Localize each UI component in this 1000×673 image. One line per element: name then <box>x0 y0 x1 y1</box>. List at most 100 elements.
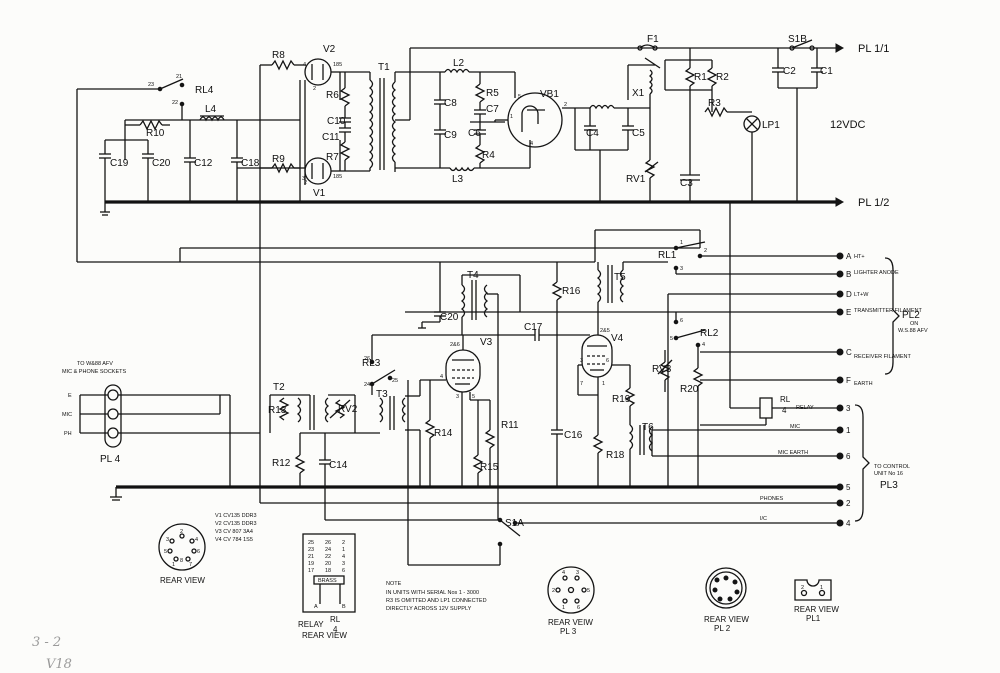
valve-list-v2: V2 CV135 DDR3 <box>215 521 257 527</box>
pl3-sock-pin: 4 <box>562 570 565 576</box>
rl2-pin-6: 6 <box>680 318 683 324</box>
lower-earth-bus <box>110 485 838 501</box>
pl3-sock-pin: 6 <box>577 605 580 611</box>
vsock-pin: 8 <box>180 558 183 564</box>
relay-view-pin: 4 <box>342 554 345 560</box>
c18-label: C19 <box>110 158 129 169</box>
r10-label: R10 <box>146 128 165 139</box>
relay-rear-view-box <box>302 533 356 613</box>
l2-network <box>395 68 531 172</box>
r14-r11-r15 <box>424 380 496 487</box>
rl4-pin-24: 24 <box>364 382 370 388</box>
relay-view-pin: 23 <box>308 547 314 553</box>
v2-pin-2: 2 <box>313 86 316 92</box>
pl3-pin-5: 5 <box>846 483 851 492</box>
c14-label: C14 <box>329 460 348 471</box>
pl3-to-line2: UNIT No 16 <box>874 471 903 477</box>
v3-label: V3 <box>480 337 493 348</box>
relay-view-b: B <box>342 604 346 610</box>
transformer-t1 <box>340 48 411 172</box>
r19-label: R20 <box>680 384 699 395</box>
pl2-pin-e-label: TRANSMITTER FILAMENT <box>854 308 922 314</box>
pl3-pin-1: 1 <box>846 426 851 435</box>
t6-label: T6 <box>642 422 654 433</box>
r1-r2-network <box>664 48 718 202</box>
x1-label: X1 <box>632 88 645 99</box>
pl2-unit-label: W.S.88 AFV <box>898 328 928 334</box>
l4-inductor <box>199 115 225 122</box>
r4-label: R4 <box>482 150 495 161</box>
rl2-pin-5: 5 <box>670 336 673 342</box>
pl3-sock-pin: 1 <box>562 605 565 611</box>
t2-label: T2 <box>273 382 285 393</box>
r3-lp1 <box>704 90 761 202</box>
vb1-pin-1: 1 <box>510 114 513 120</box>
v3-pin-3: 3 <box>456 394 459 400</box>
r10-resistor <box>125 119 170 131</box>
vb1-pin-5: 5 <box>518 94 521 100</box>
control-wiring <box>77 202 760 409</box>
v3-pin-5: 5 <box>472 394 475 400</box>
pl4-to-line1: TO W&88 AFV <box>77 361 113 367</box>
pl2-pin-a-label: HT+ <box>854 254 865 260</box>
valve-list: V1 CV135 DDR3 V2 CV135 DDR3 V3 CV 807 3A… <box>215 513 257 543</box>
valve-list-v3: V3 CV 807 3A4 <box>215 529 253 535</box>
rl4-label: RL3 <box>362 358 381 369</box>
x1-vibrator <box>627 57 661 202</box>
pl2-pin-c: C <box>846 348 852 357</box>
t4-label: T4 <box>467 270 479 281</box>
relay-view-pin: 24 <box>325 547 331 553</box>
valve-vb1 <box>494 92 590 148</box>
c1-label: C1 <box>820 66 833 77</box>
rl1-pin-3: 3 <box>680 266 683 272</box>
relay-view-pin: 2 <box>342 540 345 546</box>
pl2-terminals <box>836 252 900 384</box>
rl4-pin-26: 26 <box>364 356 370 362</box>
r20-label: R19 <box>612 394 631 405</box>
socket-pin-numbers: 2 3 4 5 6 1 7 8 4 3 2 5 1 6 2 1 <box>164 529 823 611</box>
r6-label: R6 <box>326 90 339 101</box>
vsock-pin: 2 <box>180 529 183 535</box>
c5-label: C5 <box>632 128 645 139</box>
valve-socket-rear-view <box>158 523 206 571</box>
pencil-mark-1: 3 - 2 <box>32 635 61 650</box>
pl3-pin-6: 6 <box>846 452 851 461</box>
pl4-to-line2: MIC & PHONE SOCKETS <box>62 369 127 375</box>
pl3-pin-3-label: RELAY <box>796 405 814 411</box>
earth-bus <box>100 197 845 216</box>
pl2-pin-e: E <box>846 308 851 317</box>
rl2-relay-contacts <box>673 312 706 352</box>
r15-label: R15 <box>480 462 499 473</box>
pl2-on-label: ON <box>910 321 918 327</box>
pl1-1-label: PL 1/1 <box>858 43 889 55</box>
rl3-pin-23: 23 <box>148 82 154 88</box>
rl2-pin-4: 4 <box>702 342 705 348</box>
v1-v2-links <box>299 72 341 202</box>
r7-label: R7 <box>326 152 339 163</box>
relay-box-rl: RL <box>780 395 791 404</box>
transformer-t4 <box>439 262 521 520</box>
pl4-label: PL 4 <box>100 454 121 465</box>
s1b-switch <box>789 39 815 51</box>
relay-view-pin: 26 <box>325 540 331 546</box>
pl3-terminals <box>836 404 870 527</box>
note-line-3: DIRECTLY ACROSS 12V SUPPLY <box>386 606 472 612</box>
pl3-pin-3: 3 <box>846 404 851 413</box>
r18-label: R18 <box>606 450 625 461</box>
pl3-sock-pin: 5 <box>587 588 590 594</box>
relay-view-pin: 3 <box>342 561 345 567</box>
t5-label: T5 <box>614 272 626 283</box>
v1-pin-3: 3 <box>302 176 305 182</box>
rl1-pin-2: 2 <box>704 248 707 254</box>
relay-view-pin: 22 <box>325 554 331 560</box>
pl4-pin-e: E <box>68 393 72 399</box>
vsock-pin: 1 <box>172 562 175 568</box>
c12-label: C12 <box>194 158 213 169</box>
pl2-pin-c-label: RECEIVER FILAMENT <box>854 354 911 360</box>
supply-voltage-label: 12VDC <box>830 119 866 131</box>
pl1-caption-1: REAR VIEW <box>794 605 839 614</box>
note-block: NOTE IN UNITS WITH SERIAL Nos 1 - 3000 R… <box>386 581 487 612</box>
relay-view-pin: 1 <box>342 547 345 553</box>
pl3-pin-2: 2 <box>846 499 851 508</box>
transformer-t6 <box>624 365 654 487</box>
